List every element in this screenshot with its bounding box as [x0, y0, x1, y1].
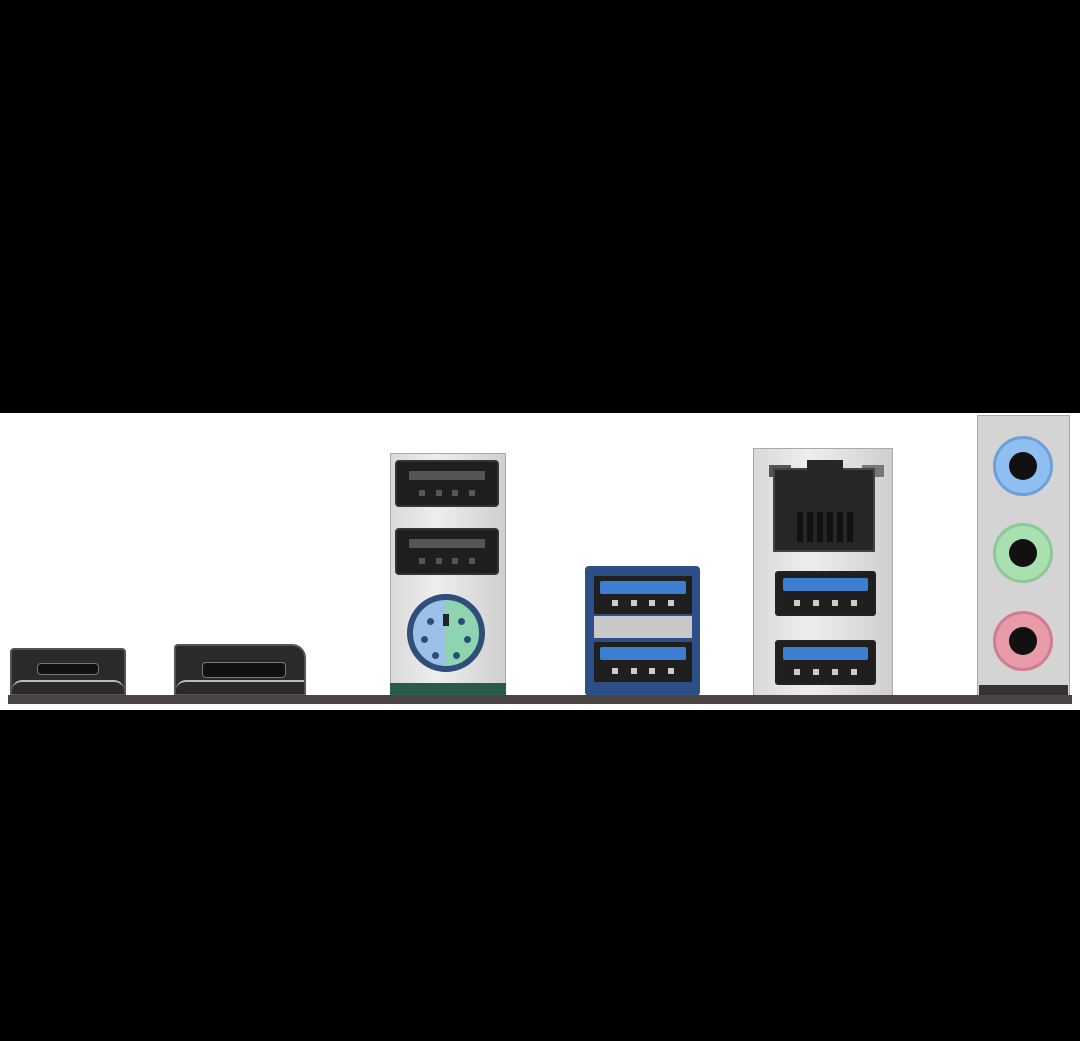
- audio-base: [979, 685, 1068, 695]
- pcb-edge: [8, 695, 1072, 704]
- usb2-port-icon: [395, 460, 499, 507]
- usb3-port-icon: [592, 640, 694, 684]
- audio-jack-line-in-icon: [993, 436, 1053, 496]
- audio-jack-line-out-icon: [993, 523, 1053, 583]
- usb3-port-icon: [775, 640, 876, 685]
- ps2-base: [390, 683, 506, 695]
- ps2-combo-port-icon: [407, 594, 485, 672]
- usb3-stack-divider: [594, 616, 692, 638]
- audio-jack-mic-icon: [993, 611, 1053, 671]
- io-panel-photo: [0, 413, 1080, 710]
- usb3-port-icon: [775, 571, 876, 616]
- usb2-port-icon: [395, 528, 499, 575]
- displayport-port-icon: [174, 644, 306, 696]
- usb3-port-icon: [592, 574, 694, 616]
- ethernet-rj45-port-icon: [773, 460, 875, 552]
- hdmi-port-icon: [10, 648, 126, 696]
